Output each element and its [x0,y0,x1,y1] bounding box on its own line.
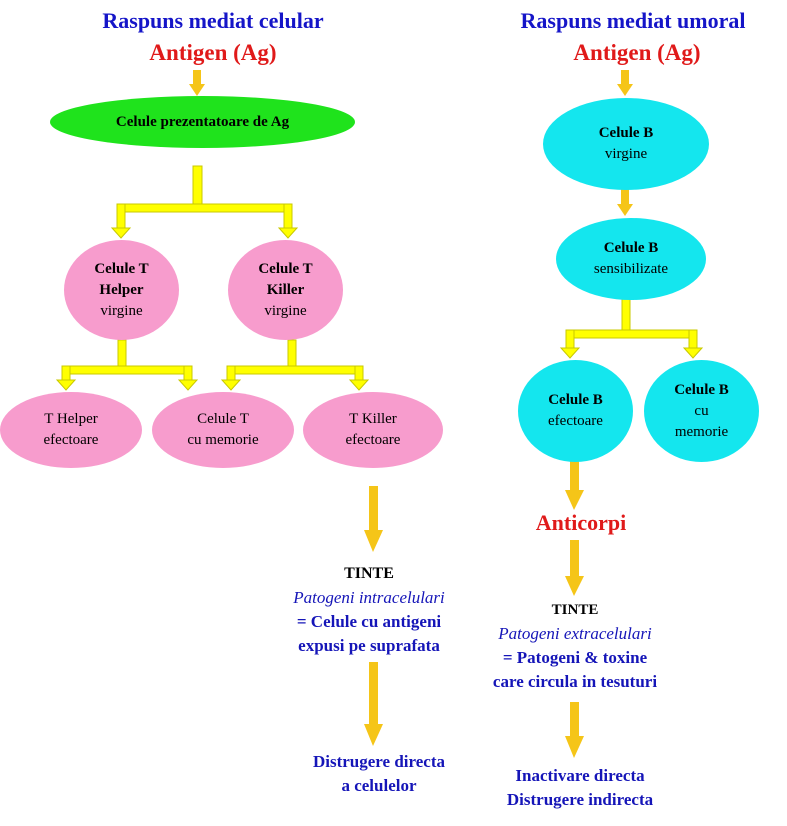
t-helper-virgin-l3: virgine [100,302,143,319]
outcome-left: Distrugere directa a celulelor [313,750,445,798]
b-virgin-l1: Celule B [598,125,654,141]
targets-right: TINTE Patogeni extracelulari = Patogeni … [493,598,657,694]
b-sensitized-l1: Celule B [603,240,659,256]
targets-left-l3: expusi pe suprafata [298,636,440,655]
t-killer-effector-node: T Killer efectoare [303,392,443,468]
b-memory-node: Celule B cu memorie [644,360,759,462]
outcome-right-l1: Inactivare directa [515,766,645,785]
connector-th-split [55,339,199,391]
cellular-response-title: Raspuns mediat celular [102,8,324,33]
t-killer-virgin-l3: virgine [264,302,307,319]
b-effector-node: Celule B efectoare [518,360,633,462]
b-memory-l3: memorie [674,423,729,440]
t-helper-virgin-node: Celule T Helper virgine [64,240,179,340]
connector-apc-split [110,165,299,239]
outcome-left-l2: a celulelor [341,776,417,795]
b-effector-l1: Celule B [548,392,603,408]
t-killer-effector-l2: efectoare [345,432,401,448]
antibodies-label: Anticorpi [535,510,627,535]
t-memory-l2: cu memorie [187,432,259,448]
arrow-b-eff-to-antibodies [565,460,584,510]
outcome-right-l2: Distrugere indirecta [506,790,654,809]
arrow-targets-to-outcome-right [565,702,584,758]
apc-node: Celule prezentatoare de Ag [50,96,355,148]
b-memory-l2: cu [694,402,709,419]
targets-left-l2: = Celule cu antigeni [296,612,442,631]
antigen-label-left: Antigen (Ag) [149,40,277,65]
targets-right-l2: = Patogeni & toxine [502,648,648,667]
t-helper-effector-l2: efectoare [43,432,99,448]
arrow-targets-to-outcome-left [364,662,383,746]
arrow-antigen-to-b-virgin [617,70,633,96]
b-sensitized-node: Celule B sensibilizate [556,218,706,300]
t-killer-virgin-l1: Celule T [258,260,313,277]
outcome-right: Inactivare directa Distrugere indirecta [507,764,653,812]
b-virgin-node: Celule B virgine [543,98,709,190]
t-helper-virgin-l1: Celule T [94,260,149,277]
targets-right-l1: Patogeni extracelulari [498,624,652,643]
targets-left-heading: TINTE [344,565,394,582]
t-killer-effector-l1: T Killer [349,411,397,427]
b-sensitized-l2: sensibilizate [593,261,669,277]
targets-left: TINTE Patogeni intracelulari = Celule cu… [293,562,445,658]
connector-b-split [559,297,704,359]
t-helper-effector-l1: T Helper [44,411,98,427]
antigen-label-right: Antigen (Ag) [573,40,701,65]
t-helper-effector-node: T Helper efectoare [0,392,142,468]
t-memory-l1: Celule T [197,411,249,427]
arrow-antigen-to-apc [189,70,205,96]
t-killer-virgin-node: Celule T Killer virgine [228,240,343,340]
t-helper-virgin-l2: Helper [99,281,144,298]
outcome-left-l1: Distrugere directa [312,752,446,771]
b-effector-l2: efectoare [548,413,603,429]
targets-right-heading: TINTE [551,602,599,618]
arrow-b-virgin-to-b-sens [617,188,633,216]
humoral-response-title: Raspuns mediat umoral [520,8,746,33]
connector-tk-split [220,339,370,391]
t-memory-node: Celule T cu memorie [152,392,294,468]
arrow-tk-eff-to-targets [364,486,383,552]
targets-right-l3: care circula in tesuturi [492,672,658,691]
b-memory-l1: Celule B [674,381,729,398]
b-virgin-l2: virgine [604,146,648,162]
arrow-antibodies-to-targets [565,540,584,596]
apc-label: Celule prezentatoare de Ag [115,113,290,130]
targets-left-l1: Patogeni intracelulari [293,588,445,607]
t-killer-virgin-l2: Killer [266,281,305,298]
